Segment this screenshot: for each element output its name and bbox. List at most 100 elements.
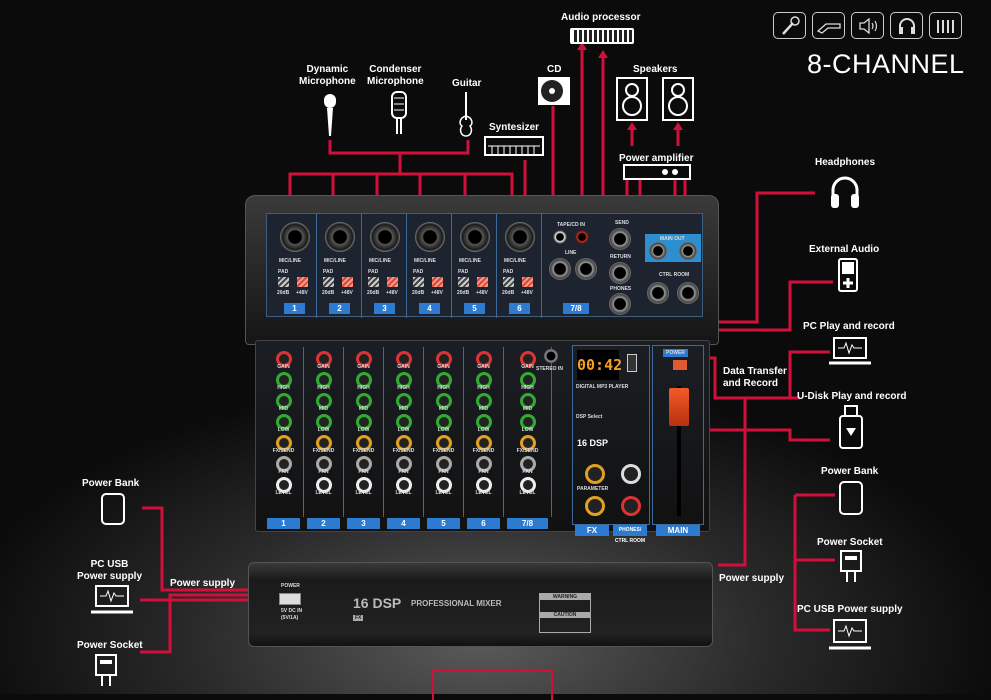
level-knob[interactable] bbox=[435, 477, 452, 493]
return-jack[interactable] bbox=[609, 262, 631, 284]
knob-label: GAIN bbox=[397, 364, 410, 370]
low-knob[interactable] bbox=[435, 414, 452, 430]
power-label: POWER bbox=[663, 349, 688, 357]
mid-knob[interactable] bbox=[395, 393, 412, 409]
pad-button[interactable] bbox=[323, 277, 334, 287]
level-knob[interactable] bbox=[475, 477, 492, 493]
high-knob[interactable] bbox=[275, 372, 292, 388]
gain-knob[interactable] bbox=[475, 351, 492, 367]
fx-level-knob[interactable] bbox=[585, 496, 605, 516]
high-knob[interactable] bbox=[435, 372, 452, 388]
strip-number: 5 bbox=[427, 518, 460, 529]
high-knob[interactable] bbox=[395, 372, 412, 388]
pad-button[interactable] bbox=[458, 277, 469, 287]
phantom-power-button[interactable] bbox=[297, 277, 308, 287]
main-out-right-jack[interactable] bbox=[679, 242, 697, 260]
high-knob[interactable] bbox=[355, 372, 372, 388]
low-knob[interactable] bbox=[355, 414, 372, 430]
xlr-combo-jack[interactable] bbox=[280, 222, 310, 252]
phantom-power-button[interactable] bbox=[432, 277, 443, 287]
phantom-power-button[interactable] bbox=[342, 277, 353, 287]
gain-knob[interactable] bbox=[275, 351, 292, 367]
usb-port[interactable] bbox=[627, 354, 637, 372]
level-knob[interactable] bbox=[519, 477, 536, 493]
send-jack[interactable] bbox=[609, 228, 631, 250]
pan-knob[interactable] bbox=[475, 456, 492, 472]
low-knob[interactable] bbox=[475, 414, 492, 430]
fx-send-knob[interactable] bbox=[275, 435, 292, 451]
xlr-combo-jack[interactable] bbox=[505, 222, 535, 252]
knob-label: LOW bbox=[357, 427, 370, 433]
gain-knob[interactable] bbox=[395, 351, 412, 367]
mid-knob[interactable] bbox=[519, 393, 536, 409]
fx-send-knob[interactable] bbox=[315, 435, 332, 451]
xlr-combo-jack[interactable] bbox=[460, 222, 490, 252]
pan-knob[interactable] bbox=[355, 456, 372, 472]
main-out-left-jack[interactable] bbox=[649, 242, 667, 260]
fx-send-knob[interactable] bbox=[475, 435, 492, 451]
low-knob[interactable] bbox=[395, 414, 412, 430]
high-knob[interactable] bbox=[315, 372, 332, 388]
low-knob[interactable] bbox=[315, 414, 332, 430]
line-right-jack[interactable] bbox=[575, 258, 597, 280]
gain-knob[interactable] bbox=[355, 351, 372, 367]
pan-knob[interactable] bbox=[315, 456, 332, 472]
knob-label: GAIN bbox=[277, 364, 290, 370]
phantom-power-button[interactable] bbox=[387, 277, 398, 287]
xlr-combo-jack[interactable] bbox=[370, 222, 400, 252]
channel-number: 4 bbox=[419, 303, 440, 314]
level-knob[interactable] bbox=[395, 477, 412, 493]
gain-knob[interactable] bbox=[435, 351, 452, 367]
ctrl-room-left-jack[interactable] bbox=[647, 282, 669, 304]
phantom-power-button[interactable] bbox=[477, 277, 488, 287]
level-knob[interactable] bbox=[275, 477, 292, 493]
phones-label: PHONES bbox=[610, 286, 632, 292]
fx-send-knob[interactable] bbox=[435, 435, 452, 451]
return-knob[interactable] bbox=[621, 464, 641, 484]
power-switch[interactable] bbox=[673, 360, 687, 370]
xlr-combo-jack[interactable] bbox=[325, 222, 355, 252]
pad-button[interactable] bbox=[368, 277, 379, 287]
fx-parameter-knob[interactable] bbox=[585, 464, 605, 484]
mid-knob[interactable] bbox=[355, 393, 372, 409]
pad-label: PAD bbox=[413, 269, 424, 275]
level-knob[interactable] bbox=[355, 477, 372, 493]
high-knob[interactable] bbox=[519, 372, 536, 388]
mid-knob[interactable] bbox=[275, 393, 292, 409]
audio-processor-label: Audio processor bbox=[561, 12, 641, 23]
pan-knob[interactable] bbox=[435, 456, 452, 472]
pan-knob[interactable] bbox=[275, 456, 292, 472]
knob-label: LOW bbox=[521, 427, 534, 433]
high-knob[interactable] bbox=[475, 372, 492, 388]
fx-send-knob[interactable] bbox=[519, 435, 536, 451]
mid-knob[interactable] bbox=[475, 393, 492, 409]
dc-in-usb-port[interactable] bbox=[279, 593, 301, 605]
pan-knob[interactable] bbox=[395, 456, 412, 472]
pad-button[interactable] bbox=[278, 277, 289, 287]
pan-knob[interactable] bbox=[519, 456, 536, 472]
phantom-power-button[interactable] bbox=[522, 277, 533, 287]
level-knob[interactable] bbox=[315, 477, 332, 493]
xlr-combo-jack[interactable] bbox=[415, 222, 445, 252]
pad-button[interactable] bbox=[413, 277, 424, 287]
synthesizer-icon bbox=[484, 136, 544, 156]
mid-knob[interactable] bbox=[435, 393, 452, 409]
phones-level-knob[interactable] bbox=[621, 496, 641, 516]
gain-knob[interactable] bbox=[315, 351, 332, 367]
tape-in-left-jack[interactable] bbox=[553, 230, 567, 244]
fx-send-knob[interactable] bbox=[395, 435, 412, 451]
knob-label: MID bbox=[318, 406, 329, 412]
gain-knob[interactable] bbox=[519, 351, 536, 367]
fx-send-knob[interactable] bbox=[355, 435, 372, 451]
low-knob[interactable] bbox=[275, 414, 292, 430]
low-knob[interactable] bbox=[519, 414, 536, 430]
mid-knob[interactable] bbox=[315, 393, 332, 409]
stereo-in-jack[interactable] bbox=[544, 349, 558, 363]
line-left-jack[interactable] bbox=[549, 258, 571, 280]
tape-in-right-jack[interactable] bbox=[575, 230, 589, 244]
pad-button[interactable] bbox=[503, 277, 514, 287]
main-fader[interactable] bbox=[669, 388, 689, 426]
phones-jack[interactable] bbox=[609, 293, 631, 315]
ctrl-room-right-jack[interactable] bbox=[677, 282, 699, 304]
pad-label: PAD bbox=[368, 269, 379, 275]
